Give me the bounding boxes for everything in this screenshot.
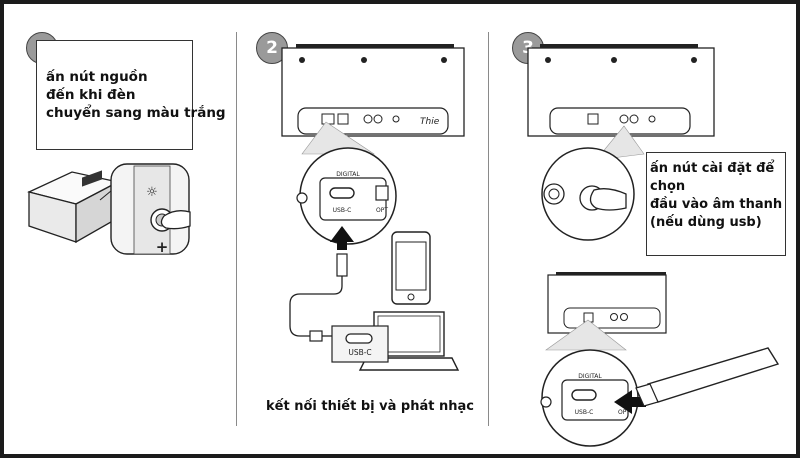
usb-c-plug bbox=[336, 253, 348, 277]
opt-port bbox=[375, 185, 389, 201]
laptop-usb-c-port bbox=[345, 333, 373, 344]
usb-c-port bbox=[329, 187, 355, 199]
zoom-4-screw bbox=[540, 396, 552, 408]
zoom-2-screw bbox=[296, 192, 308, 204]
screw-2 bbox=[361, 57, 367, 63]
usb-c-port-label: USB-C bbox=[333, 207, 352, 214]
port-3a bbox=[587, 113, 599, 125]
step-1-illustration: ☼ + bbox=[27, 163, 191, 256]
step-3-line-3: (nếu dùng usb) bbox=[650, 215, 762, 230]
screw-3 bbox=[441, 57, 447, 63]
step-1-line-1: ấn nút nguồn bbox=[46, 69, 148, 85]
jack-3a bbox=[619, 114, 629, 124]
jack-4b bbox=[620, 313, 628, 321]
speaker-3-top-edge bbox=[540, 44, 698, 48]
opt-port-label-2: OPT bbox=[618, 409, 630, 416]
usb-port-small bbox=[321, 113, 335, 125]
step-3-line-1: ấn nút cài đặt để chọn bbox=[650, 161, 775, 194]
zoom-3-pointer bbox=[595, 125, 645, 161]
usb-stick bbox=[646, 347, 780, 403]
laptop-port-callout bbox=[331, 325, 389, 363]
brand-mark: Thie bbox=[420, 117, 440, 127]
usb-c-port-label-2: USB-C bbox=[575, 409, 594, 416]
speaker-button-strip bbox=[82, 170, 102, 187]
step-1-line-2: đến khi đèn bbox=[46, 87, 136, 103]
button-small bbox=[392, 115, 400, 123]
step-3-line-2: đầu vào âm thanh bbox=[650, 197, 783, 212]
plug-arrow bbox=[330, 226, 354, 250]
step-2-number: 2 bbox=[266, 38, 278, 58]
cable bbox=[289, 276, 343, 337]
finger bbox=[160, 210, 191, 230]
screw-1 bbox=[299, 57, 305, 63]
step-1-text: ấn nút nguồn đến khi đèn chuyển sang màu… bbox=[46, 68, 226, 122]
jack-small-2 bbox=[373, 114, 383, 124]
digital-label: DIGITAL bbox=[336, 171, 360, 178]
button-3 bbox=[648, 115, 656, 123]
jack-3b bbox=[629, 114, 639, 124]
zoom-3-jack-inner bbox=[548, 188, 560, 200]
screw-3a bbox=[545, 57, 551, 63]
screw-3b bbox=[611, 57, 617, 63]
speaker-4-top-edge bbox=[556, 272, 666, 275]
step-1-callout bbox=[36, 40, 193, 150]
light-icon: ☼ bbox=[146, 185, 158, 200]
usb-c-port-2 bbox=[571, 389, 597, 401]
step-2-illustration: Thie DIGITAL USB-C OPT USB-C bbox=[281, 44, 465, 371]
laptop-usb-c-label: USB-C bbox=[348, 348, 371, 357]
opt-port-small bbox=[337, 113, 349, 125]
usb-stick-plug bbox=[635, 383, 659, 407]
speaker-2-port-panel bbox=[297, 107, 449, 135]
step-3-callout bbox=[646, 152, 786, 256]
divider-2 bbox=[488, 32, 489, 426]
step-1-line-3: chuyển sang màu trắng bbox=[46, 105, 226, 121]
jack-4a bbox=[610, 313, 618, 321]
step-2-caption: kết nối thiết bị và phát nhạc bbox=[266, 399, 474, 414]
step-3-text: ấn nút cài đặt để chọn đầu vào âm thanh … bbox=[650, 160, 796, 232]
plus-icon: + bbox=[156, 238, 169, 256]
divider-1 bbox=[236, 32, 237, 426]
finger-3 bbox=[589, 188, 627, 211]
jack-small-1 bbox=[363, 114, 373, 124]
step-3-illustration: DIGITAL USB-C OPT bbox=[527, 44, 780, 447]
usb-c-plug-2 bbox=[309, 330, 323, 342]
screw-3c bbox=[691, 57, 697, 63]
digital-label-2: DIGITAL bbox=[578, 373, 602, 380]
usb-stick-arrow bbox=[614, 390, 646, 414]
phone-home-button bbox=[407, 293, 415, 301]
speaker-2-top-edge bbox=[296, 44, 454, 48]
opt-port-label: OPT bbox=[376, 207, 388, 214]
phone-screen bbox=[395, 241, 427, 291]
